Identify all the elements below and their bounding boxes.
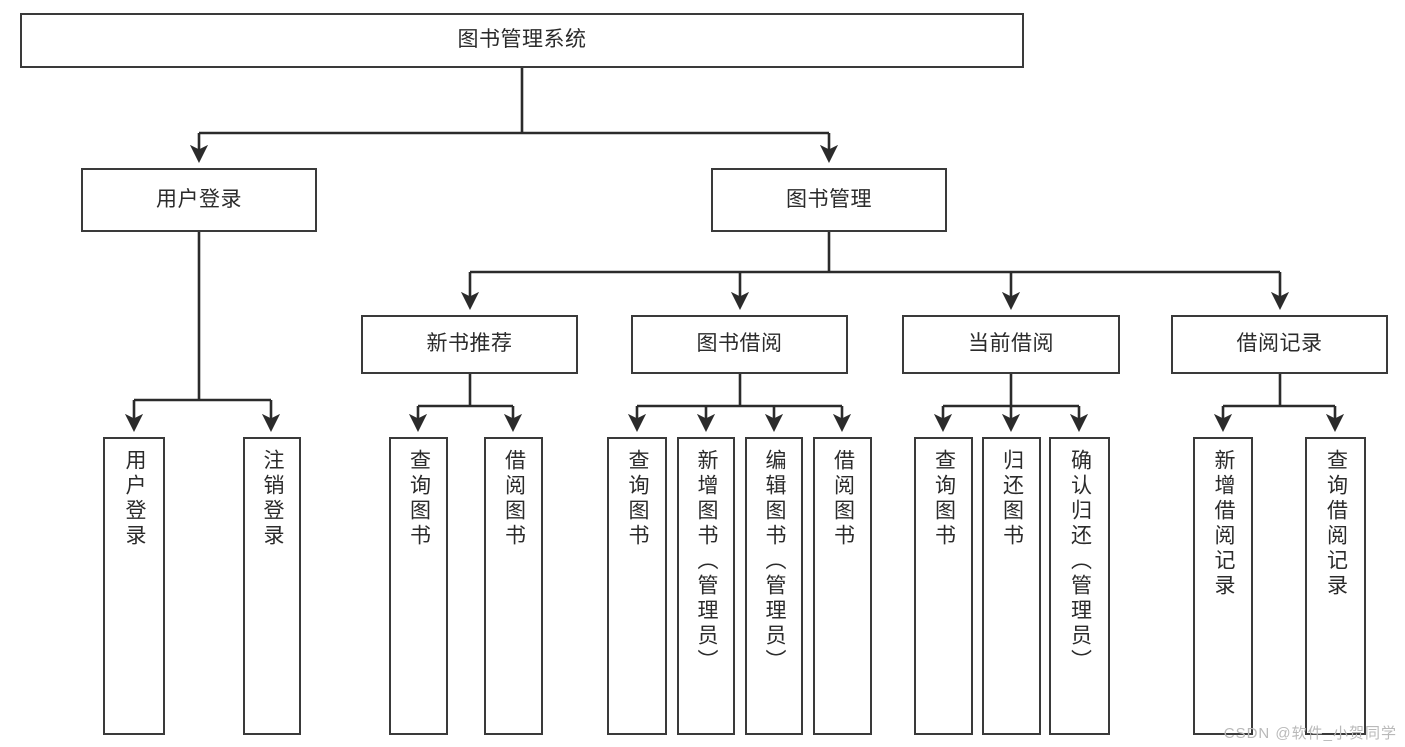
node-leaf-return-book[interactable]: 归还图书 <box>982 437 1041 735</box>
node-leaf-add-book-label: 新增图书（管理员） <box>695 449 719 674</box>
node-user-login-label: 用户登录 <box>156 187 242 211</box>
node-leaf-return-book-label: 归还图书 <box>1000 449 1024 549</box>
node-leaf-borrow-book-1-label: 借阅图书 <box>502 449 526 549</box>
node-root[interactable]: 图书管理系统 <box>20 13 1024 68</box>
node-leaf-add-record-label: 新增借阅记录 <box>1212 449 1236 599</box>
node-leaf-logout-login[interactable]: 注销登录 <box>243 437 301 735</box>
node-user-login[interactable]: 用户登录 <box>81 168 317 232</box>
node-leaf-logout-login-label: 注销登录 <box>261 449 285 549</box>
node-leaf-query-book-2-label: 查询图书 <box>626 449 650 549</box>
node-book-management[interactable]: 图书管理 <box>711 168 947 232</box>
node-leaf-query-book-3[interactable]: 查询图书 <box>914 437 973 735</box>
node-leaf-edit-book-label: 编辑图书（管理员） <box>763 449 787 674</box>
node-leaf-user-login[interactable]: 用户登录 <box>103 437 165 735</box>
node-book-borrow[interactable]: 图书借阅 <box>631 315 848 374</box>
node-root-label: 图书管理系统 <box>457 28 587 52</box>
node-leaf-user-login-label: 用户登录 <box>123 449 147 549</box>
node-leaf-query-record[interactable]: 查询借阅记录 <box>1305 437 1366 735</box>
node-book-management-label: 图书管理 <box>786 187 872 211</box>
node-leaf-add-book[interactable]: 新增图书（管理员） <box>677 437 735 735</box>
node-current-borrow-label: 当前借阅 <box>968 332 1054 356</box>
node-borrow-record[interactable]: 借阅记录 <box>1171 315 1388 374</box>
node-leaf-borrow-book-1[interactable]: 借阅图书 <box>484 437 543 735</box>
node-leaf-query-record-label: 查询借阅记录 <box>1324 449 1348 599</box>
node-leaf-confirm-return-label: 确认归还（管理员） <box>1068 449 1092 674</box>
node-book-borrow-label: 图书借阅 <box>696 332 783 356</box>
node-leaf-query-book-1-label: 查询图书 <box>407 449 431 549</box>
node-leaf-add-record[interactable]: 新增借阅记录 <box>1193 437 1253 735</box>
node-current-borrow[interactable]: 当前借阅 <box>902 315 1120 374</box>
node-leaf-query-book-2[interactable]: 查询图书 <box>607 437 667 735</box>
node-leaf-query-book-1[interactable]: 查询图书 <box>389 437 448 735</box>
node-leaf-borrow-book-2[interactable]: 借阅图书 <box>813 437 872 735</box>
node-leaf-edit-book[interactable]: 编辑图书（管理员） <box>745 437 803 735</box>
node-new-book-recommend[interactable]: 新书推荐 <box>361 315 578 374</box>
node-leaf-confirm-return[interactable]: 确认归还（管理员） <box>1049 437 1110 735</box>
node-new-book-recommend-label: 新书推荐 <box>426 332 513 356</box>
node-leaf-borrow-book-2-label: 借阅图书 <box>831 449 855 549</box>
node-borrow-record-label: 借阅记录 <box>1236 332 1323 356</box>
node-leaf-query-book-3-label: 查询图书 <box>932 449 956 549</box>
